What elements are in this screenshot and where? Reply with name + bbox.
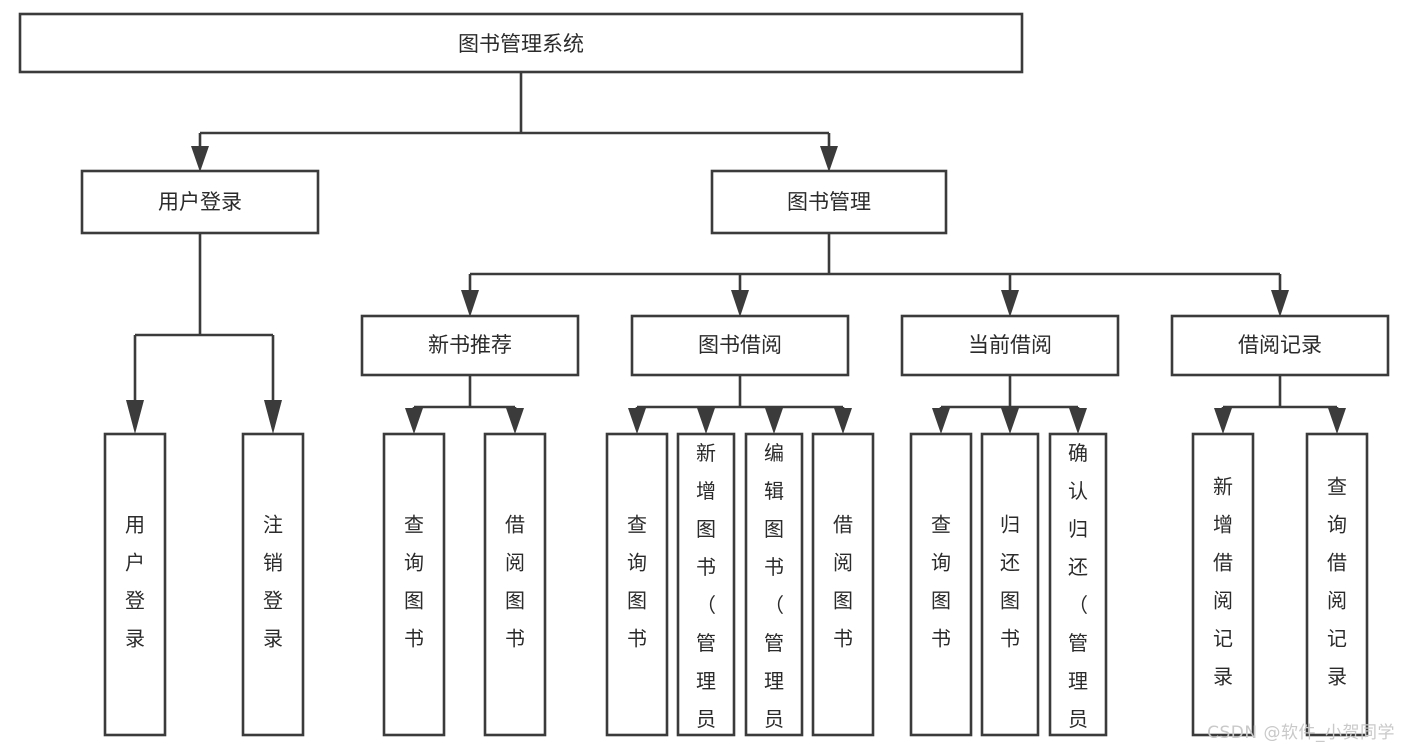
leaf-node-book-borrow-add[interactable]: 新增图书（管理员） [676,432,736,747]
leaf-label-new-book-query: 查询图书 [404,513,424,651]
leaf-box-new-book-query [382,432,446,737]
leaf-node-book-borrow-borrow[interactable]: 借阅图书 [811,432,875,737]
node-label-book-management: 图书管理 [787,190,871,214]
node-label-user-login: 用户登录 [158,190,242,214]
node-book-management[interactable]: 图书管理 [710,169,948,235]
arrow-head-borrow-record [1271,290,1289,317]
node-box-book-management [710,169,948,235]
leaf-box-book-borrow-query [605,432,669,737]
leaf-node-current-borrow-query[interactable]: 查询图书 [909,432,973,737]
node-label-root: 图书管理系统 [458,32,584,56]
leaf-node-book-borrow-edit[interactable]: 编辑图书（管理员） [744,432,804,747]
leaf-label-user-login-logout: 注销登录 [263,513,283,651]
arrow-head-book-borrow-leaf-4 [834,408,852,434]
leaf-node-book-borrow-query[interactable]: 查询图书 [605,432,669,737]
node-box-user-login [80,169,320,235]
leaf-node-user-login-logout[interactable]: 注销登录 [241,432,305,737]
node-box-book-borrow [630,314,850,377]
node-current-borrow[interactable]: 当前借阅 [900,314,1120,377]
leaf-node-borrow-record-add[interactable]: 新增借阅记录 [1191,432,1255,737]
leaf-label-book-borrow-add: 新增图书（管理员） [696,441,716,747]
leaf-box-current-borrow-return [980,432,1040,737]
leaf-node-new-book-borrow[interactable]: 借阅图书 [483,432,547,737]
arrow-head-new-book [461,290,479,317]
csdn-watermark: CSDN @软件_小贺同学 [1207,723,1395,743]
leaf-label-current-borrow-return: 归还图书 [1000,513,1020,651]
leaf-label-borrow-record-query: 查询借阅记录 [1327,475,1347,689]
leaf-node-current-borrow-return[interactable]: 归还图书 [980,432,1040,737]
arrow-head-book-borrow-leaf-2 [697,408,715,434]
node-borrow-record[interactable]: 借阅记录 [1170,314,1390,377]
arrow-head-user-login-leaf-1 [126,400,144,434]
leaf-box-user-login-logout [241,432,305,737]
arrow-head-new-book-leaf-2 [506,408,524,434]
node-label-new-book-recommend: 新书推荐 [428,333,512,357]
node-book-borrow[interactable]: 图书借阅 [630,314,850,377]
arrow-head-borrow-record-leaf-1 [1214,408,1232,434]
arrow-head-current-borrow-leaf-1 [932,408,950,434]
arrow-head-new-book-leaf-1 [405,408,423,434]
leaf-label-current-borrow-query: 查询图书 [931,513,951,651]
leaf-box-book-borrow-add [676,432,736,737]
node-box-borrow-record [1170,314,1390,377]
node-box-new-book-recommend [360,314,580,377]
leaf-node-new-book-query[interactable]: 查询图书 [382,432,446,737]
leaf-box-borrow-record-add [1191,432,1255,737]
leaf-box-borrow-record-query [1305,432,1369,737]
leaf-box-book-borrow-borrow [811,432,875,737]
arrow-head-book-manage [820,146,838,172]
node-box-current-borrow [900,314,1120,377]
arrow-head-book-borrow-leaf-1 [628,408,646,434]
node-box-root [18,12,1024,74]
leaf-label-book-borrow-borrow: 借阅图书 [833,513,853,651]
leaf-box-book-borrow-edit [744,432,804,737]
arrow-head-current-borrow [1001,290,1019,317]
leaf-label-current-borrow-confirm: 确认归还（管理员） [1068,441,1088,747]
node-user-login[interactable]: 用户登录 [80,169,320,235]
leaf-label-user-login-login: 用户登录 [125,513,145,651]
leaf-box-current-borrow-confirm [1048,432,1108,737]
arrow-head-book-borrow-leaf-3 [765,408,783,434]
leaf-box-user-login-login [103,432,167,737]
node-new-book-recommend[interactable]: 新书推荐 [360,314,580,377]
leaf-label-borrow-record-add: 新增借阅记录 [1213,475,1233,689]
arrow-head-user-login [191,146,209,172]
leaf-box-current-borrow-query [909,432,973,737]
leaf-label-book-borrow-edit: 编辑图书（管理员） [764,441,784,747]
arrow-head-book-borrow [731,290,749,317]
node-label-current-borrow: 当前借阅 [968,333,1052,357]
connector-layer [126,72,1346,434]
leaf-node-user-login-login[interactable]: 用户登录 [103,432,167,737]
leaf-box-new-book-borrow [483,432,547,737]
leaf-node-borrow-record-query[interactable]: 查询借阅记录 [1305,432,1369,737]
arrow-head-current-borrow-leaf-3 [1069,408,1087,434]
leaf-node-current-borrow-confirm[interactable]: 确认归还（管理员） [1048,432,1108,747]
arrow-head-borrow-record-leaf-2 [1328,408,1346,434]
arrow-head-current-borrow-leaf-2 [1001,408,1019,434]
node-root-book-management-system[interactable]: 图书管理系统 [18,12,1024,74]
arrow-head-user-login-leaf-2 [264,400,282,434]
leaf-label-book-borrow-query: 查询图书 [627,513,647,651]
node-label-book-borrow: 图书借阅 [698,333,782,357]
leaf-label-new-book-borrow: 借阅图书 [505,513,525,651]
node-label-borrow-record: 借阅记录 [1238,333,1322,357]
